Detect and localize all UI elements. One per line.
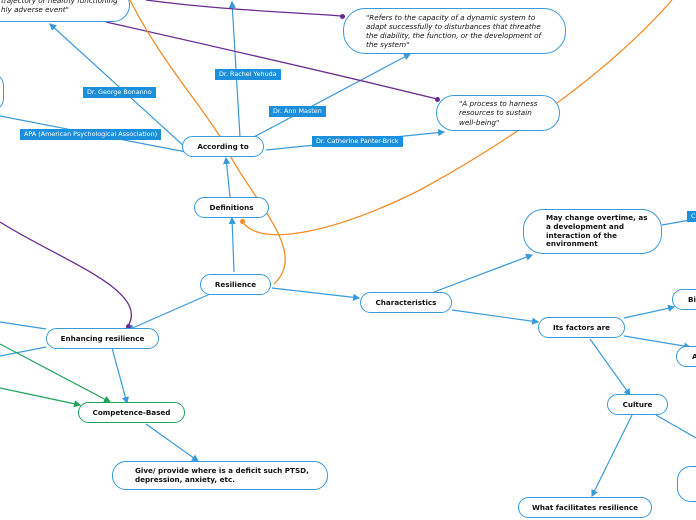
node-competence[interactable]: Competence-Based — [78, 402, 185, 423]
node-culture[interactable]: Culture — [607, 394, 668, 415]
link-culture-facilitates — [591, 414, 633, 498]
link-definitions-according — [223, 156, 231, 198]
link-offleft-enhancing-1 — [0, 321, 47, 330]
tag-masten[interactable]: Dr. Ann Masten — [269, 106, 326, 118]
node-label: "Refers to the capacity of a dynamic sys… — [366, 12, 542, 50]
link-characteristics-maychange — [433, 253, 534, 293]
node-quote-trajectory[interactable]: trajectory or healthy functioning hly ad… — [0, 0, 130, 22]
link-orange-right — [241, 0, 673, 236]
node-label: Bi — [688, 295, 696, 304]
link-resilience-definitions — [228, 216, 236, 273]
node-enhancing[interactable]: Enhancing resilience — [46, 328, 159, 349]
node-bl-partial[interactable]: Bi — [672, 289, 696, 310]
tag-yehuda[interactable]: Dr. Rachel Yehuda — [215, 69, 281, 81]
connector-dot — [339, 13, 345, 19]
node-according-to[interactable]: According to — [182, 136, 264, 157]
link-factors-a — [623, 335, 692, 350]
tag-bonanno[interactable]: Dr. George Bonanno — [83, 87, 156, 99]
node-a-partial[interactable]: A — [676, 346, 696, 367]
link-green-1 — [0, 343, 112, 403]
node-label: May change overtime, as a development an… — [546, 213, 648, 249]
node-definitions[interactable]: Definitions — [194, 197, 269, 218]
node-resilience[interactable]: Resilience — [200, 274, 271, 295]
node-bottomright-partial[interactable] — [677, 466, 696, 502]
link-purple-harness — [105, 21, 438, 100]
node-label: Resilience — [214, 280, 257, 289]
link-offleft-enhancing-2 — [0, 346, 47, 357]
tag-apa[interactable]: APA (American Psychological Association) — [20, 129, 162, 141]
link-characteristics-factors — [451, 309, 540, 325]
connector-dot — [239, 218, 245, 224]
node-label: According to — [197, 142, 249, 151]
node-label: Enhancing resilience — [60, 334, 145, 343]
connector-dot — [125, 323, 131, 329]
node-give-provide[interactable]: Give/ provide where is a deficit such PT… — [112, 461, 328, 490]
node-label: Give/ provide where is a deficit such PT… — [135, 465, 309, 484]
link-according-bonanno — [49, 23, 187, 149]
node-label: Characteristics — [375, 298, 437, 307]
tag-panter-brick[interactable]: Dr. Catherine Panter-Brick — [312, 136, 403, 148]
node-factors[interactable]: Its factors are — [538, 317, 625, 338]
link-factors-bl — [623, 304, 676, 319]
link-resilience-enhancing — [126, 293, 211, 331]
link-purple-yehuda — [145, 0, 343, 17]
node-label: Its factors are — [552, 323, 611, 332]
tag-c-partial[interactable]: C — [687, 211, 696, 223]
link-green-2 — [0, 387, 82, 408]
connector-dot — [434, 96, 440, 102]
node-label: What facilitates resilience — [531, 503, 639, 512]
node-label: Definitions — [209, 203, 254, 212]
node-label: Competence-Based — [92, 408, 171, 417]
node-facilitates[interactable]: What facilitates resilience — [518, 497, 652, 518]
node-label: Culture — [622, 400, 653, 409]
link-resilience-characteristics — [271, 287, 361, 301]
node-may-change[interactable]: May change overtime, as a development an… — [523, 209, 662, 254]
node-label: "A process to harness resources to susta… — [459, 99, 538, 127]
link-culture-offright — [655, 414, 696, 439]
link-according-masten — [251, 53, 412, 139]
link-enhancing-competence — [111, 347, 129, 405]
link-factors-culture — [589, 338, 631, 396]
link-purple-enhancing — [0, 221, 132, 327]
node-label: A — [692, 352, 696, 361]
node-characteristics[interactable]: Characteristics — [360, 292, 452, 313]
node-label: trajectory or healthy functioning hly ad… — [1, 0, 118, 14]
link-competence-give — [145, 423, 199, 462]
node-quote-adapt[interactable]: "Refers to the capacity of a dynamic sys… — [343, 8, 566, 54]
node-quote-harness[interactable]: "A process to harness resources to susta… — [436, 95, 560, 131]
